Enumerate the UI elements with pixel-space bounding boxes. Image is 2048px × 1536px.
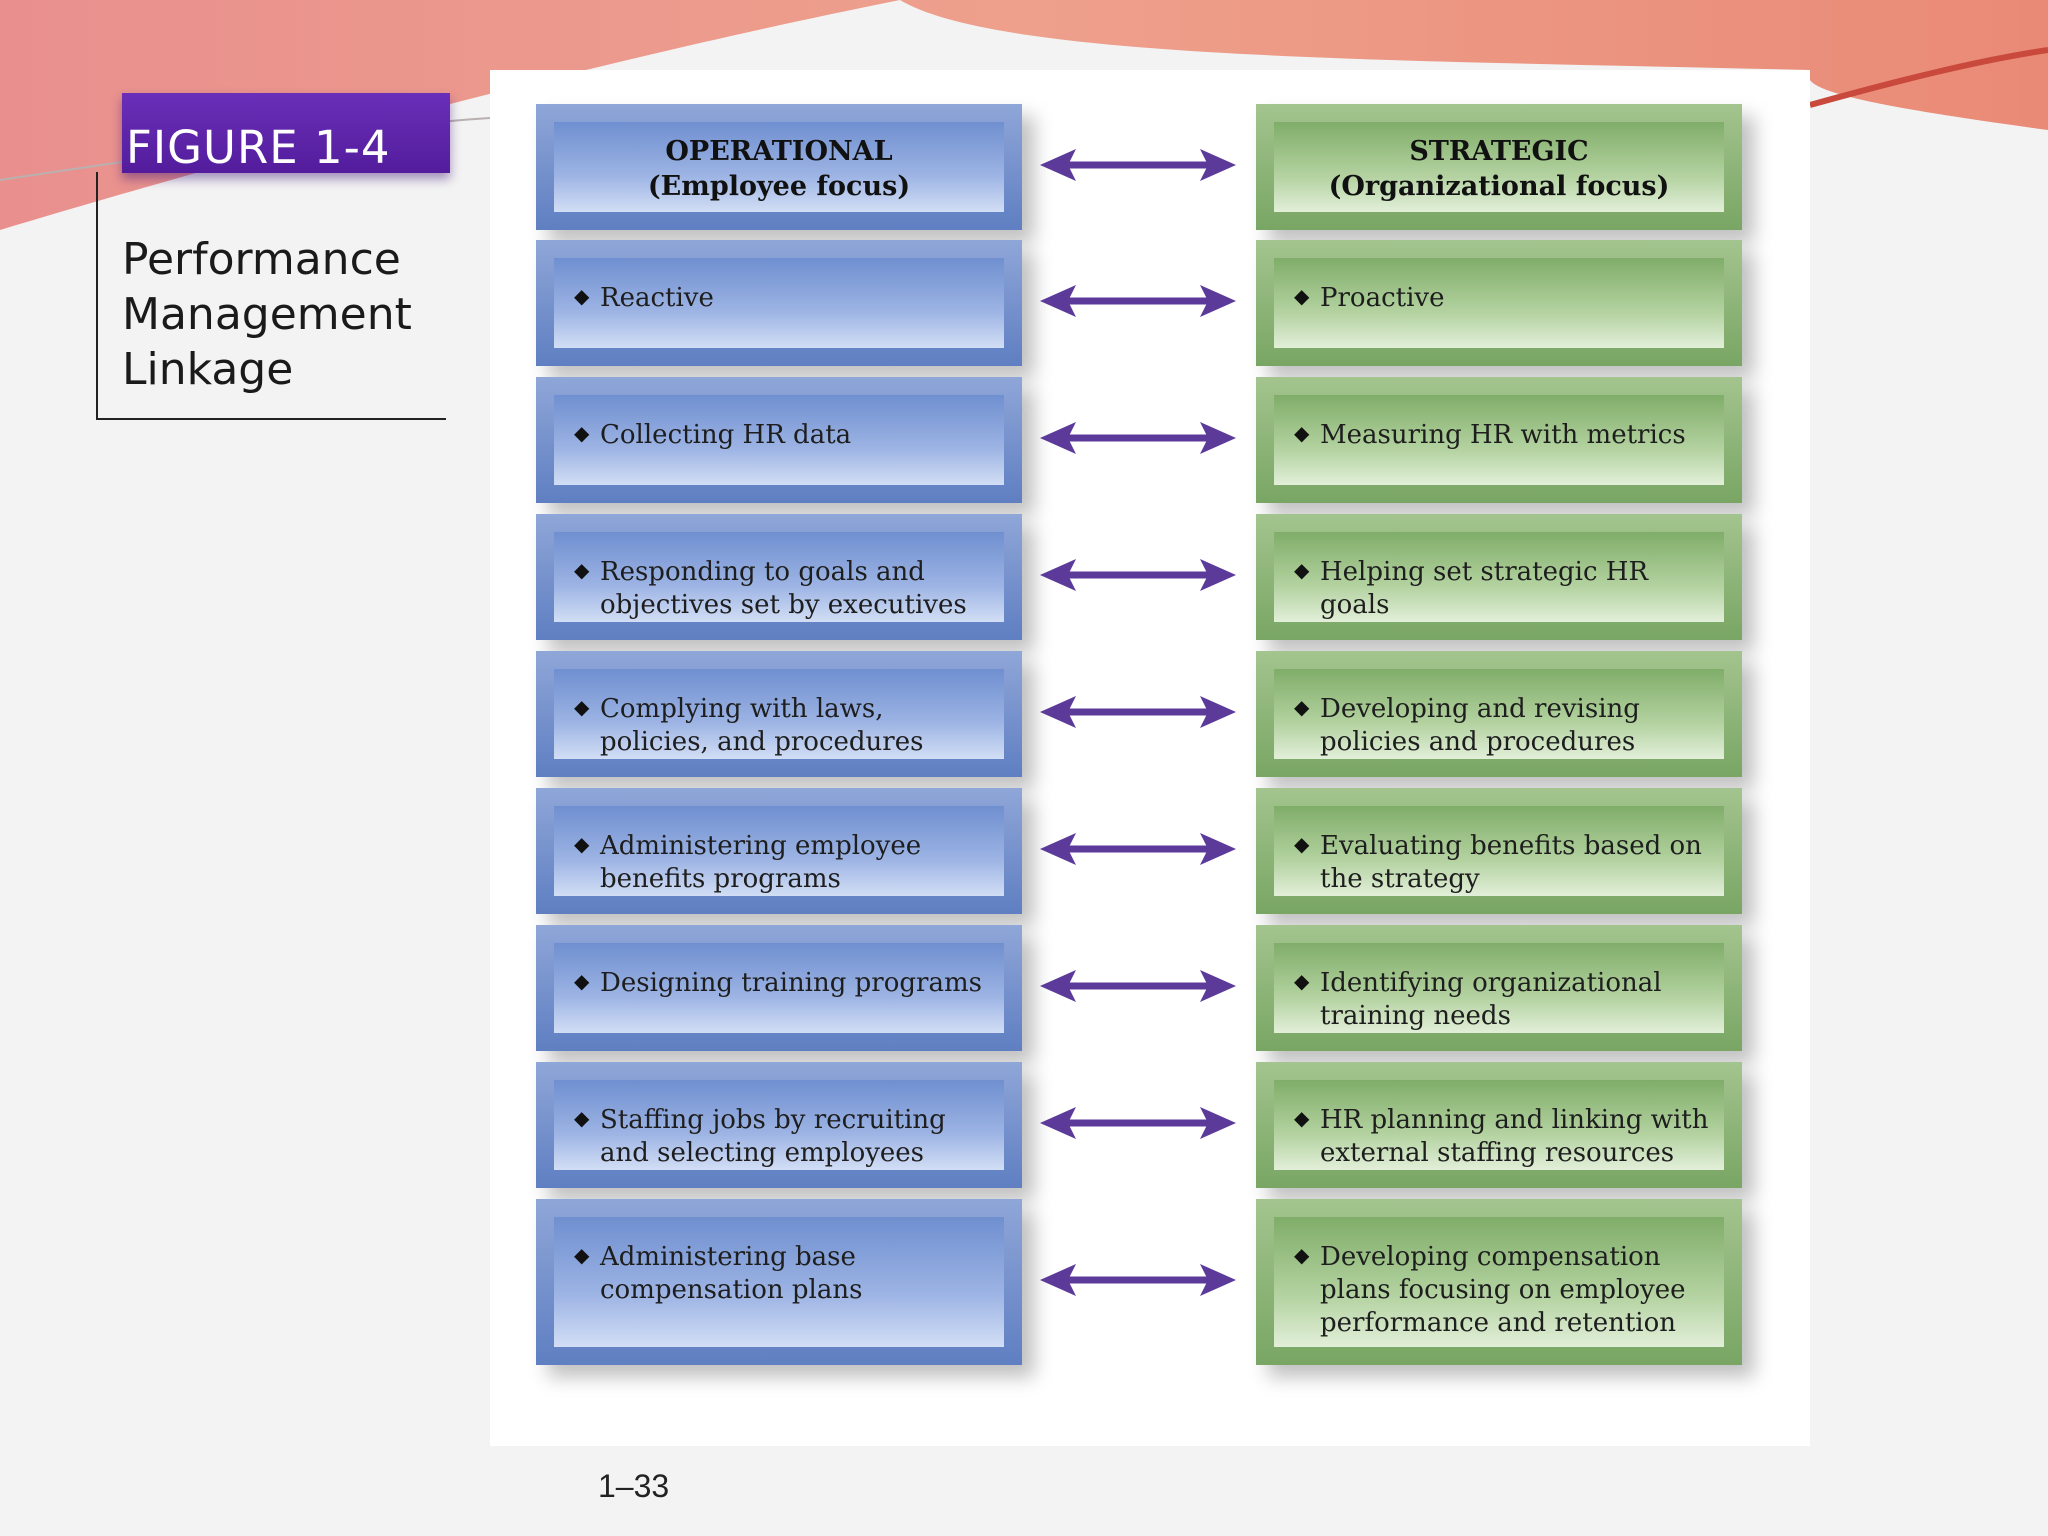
diamond-bullet-icon: ◆ bbox=[574, 560, 590, 582]
diamond-bullet-icon: ◆ bbox=[1294, 697, 1310, 719]
strategic-item-text: HR planning and linking with external st… bbox=[1320, 1105, 1709, 1168]
operational-item-box: ◆ Designing training programs bbox=[536, 925, 1022, 1051]
figure-label: FIGURE 1-4 bbox=[126, 121, 391, 174]
operational-box-inner: ◆ Complying with laws, policies, and proc… bbox=[554, 669, 1004, 759]
diamond-bullet-icon: ◆ bbox=[1294, 1108, 1310, 1130]
operational-item-box: ◆ Reactive bbox=[536, 240, 1022, 366]
strategic-item-box: ◆ Developing compensation plans focusing … bbox=[1256, 1199, 1742, 1365]
diamond-bullet-icon: ◆ bbox=[574, 697, 590, 719]
diamond-bullet-icon: ◆ bbox=[1294, 1245, 1310, 1267]
operational-box-inner: ◆ Designing training programs bbox=[554, 943, 1004, 1033]
diamond-bullet-icon: ◆ bbox=[574, 423, 590, 445]
strategic-subtitle: (Organizational focus) bbox=[1328, 171, 1670, 202]
diamond-bullet-icon: ◆ bbox=[1294, 286, 1310, 308]
figure-title: Performance Management Linkage bbox=[122, 234, 412, 395]
strategic-box-inner: ◆ Developing and revising policies and pr… bbox=[1274, 669, 1724, 759]
operational-box-inner: ◆ Staffing jobs by recruiting and selecti… bbox=[554, 1080, 1004, 1170]
operational-item-text: Complying with laws, policies, and proce… bbox=[600, 694, 924, 757]
operational-item-box: ◆ Administering base compensation plans bbox=[536, 1199, 1022, 1365]
strategic-box-inner: ◆ Identifying organizational training nee… bbox=[1274, 943, 1724, 1033]
strategic-item-box: ◆ Developing and revising policies and pr… bbox=[1256, 651, 1742, 777]
operational-box-inner: ◆ Collecting HR data bbox=[554, 395, 1004, 485]
operational-item-text: Administering employee benefits programs bbox=[600, 831, 922, 894]
operational-header: OPERATIONAL (Employee focus) bbox=[536, 104, 1022, 230]
diamond-bullet-icon: ◆ bbox=[574, 1245, 590, 1267]
strategic-item-box: ◆ Proactive bbox=[1256, 240, 1742, 366]
strategic-header-text: STRATEGIC (Organizational focus) bbox=[1274, 134, 1724, 204]
operational-item-box: ◆ Responding to goals and objectives set … bbox=[536, 514, 1022, 640]
operational-item-box: ◆ Administering employee benefits program… bbox=[536, 788, 1022, 914]
operational-title: OPERATIONAL bbox=[665, 136, 893, 167]
diamond-bullet-icon: ◆ bbox=[574, 834, 590, 856]
diamond-bullet-icon: ◆ bbox=[574, 971, 590, 993]
strategic-item-text: Evaluating benefits based on the strateg… bbox=[1320, 831, 1702, 894]
operational-box-inner: ◆ Administering base compensation plans bbox=[554, 1217, 1004, 1347]
strategic-box-inner: ◆ Helping set strategic HR goals bbox=[1274, 532, 1724, 622]
figure-label-badge: FIGURE 1-4 bbox=[122, 93, 450, 174]
operational-item-text: Reactive bbox=[600, 283, 714, 313]
operational-item-text: Collecting HR data bbox=[600, 420, 852, 450]
strategic-item-text: Measuring HR with metrics bbox=[1320, 420, 1686, 450]
strategic-item-text: Helping set strategic HR goals bbox=[1320, 557, 1649, 620]
operational-item-text: Responding to goals and objectives set b… bbox=[600, 557, 967, 620]
strategic-box-inner: ◆ Measuring HR with metrics bbox=[1274, 395, 1724, 485]
strategic-item-text: Developing compensation plans focusing o… bbox=[1320, 1242, 1686, 1338]
strategic-title: STRATEGIC bbox=[1409, 136, 1589, 167]
strategic-item-box: ◆ Helping set strategic HR goals bbox=[1256, 514, 1742, 640]
operational-subtitle: (Employee focus) bbox=[647, 171, 911, 202]
figure-title-box bbox=[96, 172, 446, 420]
operational-item-text: Designing training programs bbox=[600, 968, 982, 998]
page-number: 1–33 bbox=[598, 1468, 670, 1504]
diamond-bullet-icon: ◆ bbox=[1294, 423, 1310, 445]
operational-item-box: ◆ Staffing jobs by recruiting and selecti… bbox=[536, 1062, 1022, 1188]
strategic-item-text: Proactive bbox=[1320, 283, 1445, 313]
strategic-box-inner: STRATEGIC (Organizational focus) bbox=[1274, 122, 1724, 212]
strategic-item-box: ◆ Identifying organizational training nee… bbox=[1256, 925, 1742, 1051]
diamond-bullet-icon: ◆ bbox=[1294, 834, 1310, 856]
diamond-bullet-icon: ◆ bbox=[574, 1108, 590, 1130]
operational-box-inner: ◆ Responding to goals and objectives set … bbox=[554, 532, 1004, 622]
operational-item-text: Administering base compensation plans bbox=[600, 1242, 863, 1305]
strategic-item-box: ◆ Evaluating benefits based on the strate… bbox=[1256, 788, 1742, 914]
operational-box-inner: ◆ Administering employee benefits program… bbox=[554, 806, 1004, 896]
strategic-header: STRATEGIC (Organizational focus) bbox=[1256, 104, 1742, 230]
operational-item-box: ◆ Complying with laws, policies, and proc… bbox=[536, 651, 1022, 777]
operational-box-inner: ◆ Reactive bbox=[554, 258, 1004, 348]
strategic-item-box: ◆ Measuring HR with metrics bbox=[1256, 377, 1742, 503]
strategic-box-inner: ◆ Proactive bbox=[1274, 258, 1724, 348]
diamond-bullet-icon: ◆ bbox=[1294, 971, 1310, 993]
strategic-box-inner: ◆ Developing compensation plans focusing … bbox=[1274, 1217, 1724, 1347]
operational-item-text: Staffing jobs by recruiting and selectin… bbox=[600, 1105, 946, 1168]
diamond-bullet-icon: ◆ bbox=[1294, 560, 1310, 582]
operational-box-inner: OPERATIONAL (Employee focus) bbox=[554, 122, 1004, 212]
strategic-item-text: Identifying organizational training need… bbox=[1320, 968, 1662, 1031]
diamond-bullet-icon: ◆ bbox=[574, 286, 590, 308]
strategic-box-inner: ◆ HR planning and linking with external s… bbox=[1274, 1080, 1724, 1170]
operational-header-text: OPERATIONAL (Employee focus) bbox=[554, 134, 1004, 204]
strategic-box-inner: ◆ Evaluating benefits based on the strate… bbox=[1274, 806, 1724, 896]
operational-item-box: ◆ Collecting HR data bbox=[536, 377, 1022, 503]
strategic-item-text: Developing and revising policies and pro… bbox=[1320, 694, 1640, 757]
strategic-item-box: ◆ HR planning and linking with external s… bbox=[1256, 1062, 1742, 1188]
